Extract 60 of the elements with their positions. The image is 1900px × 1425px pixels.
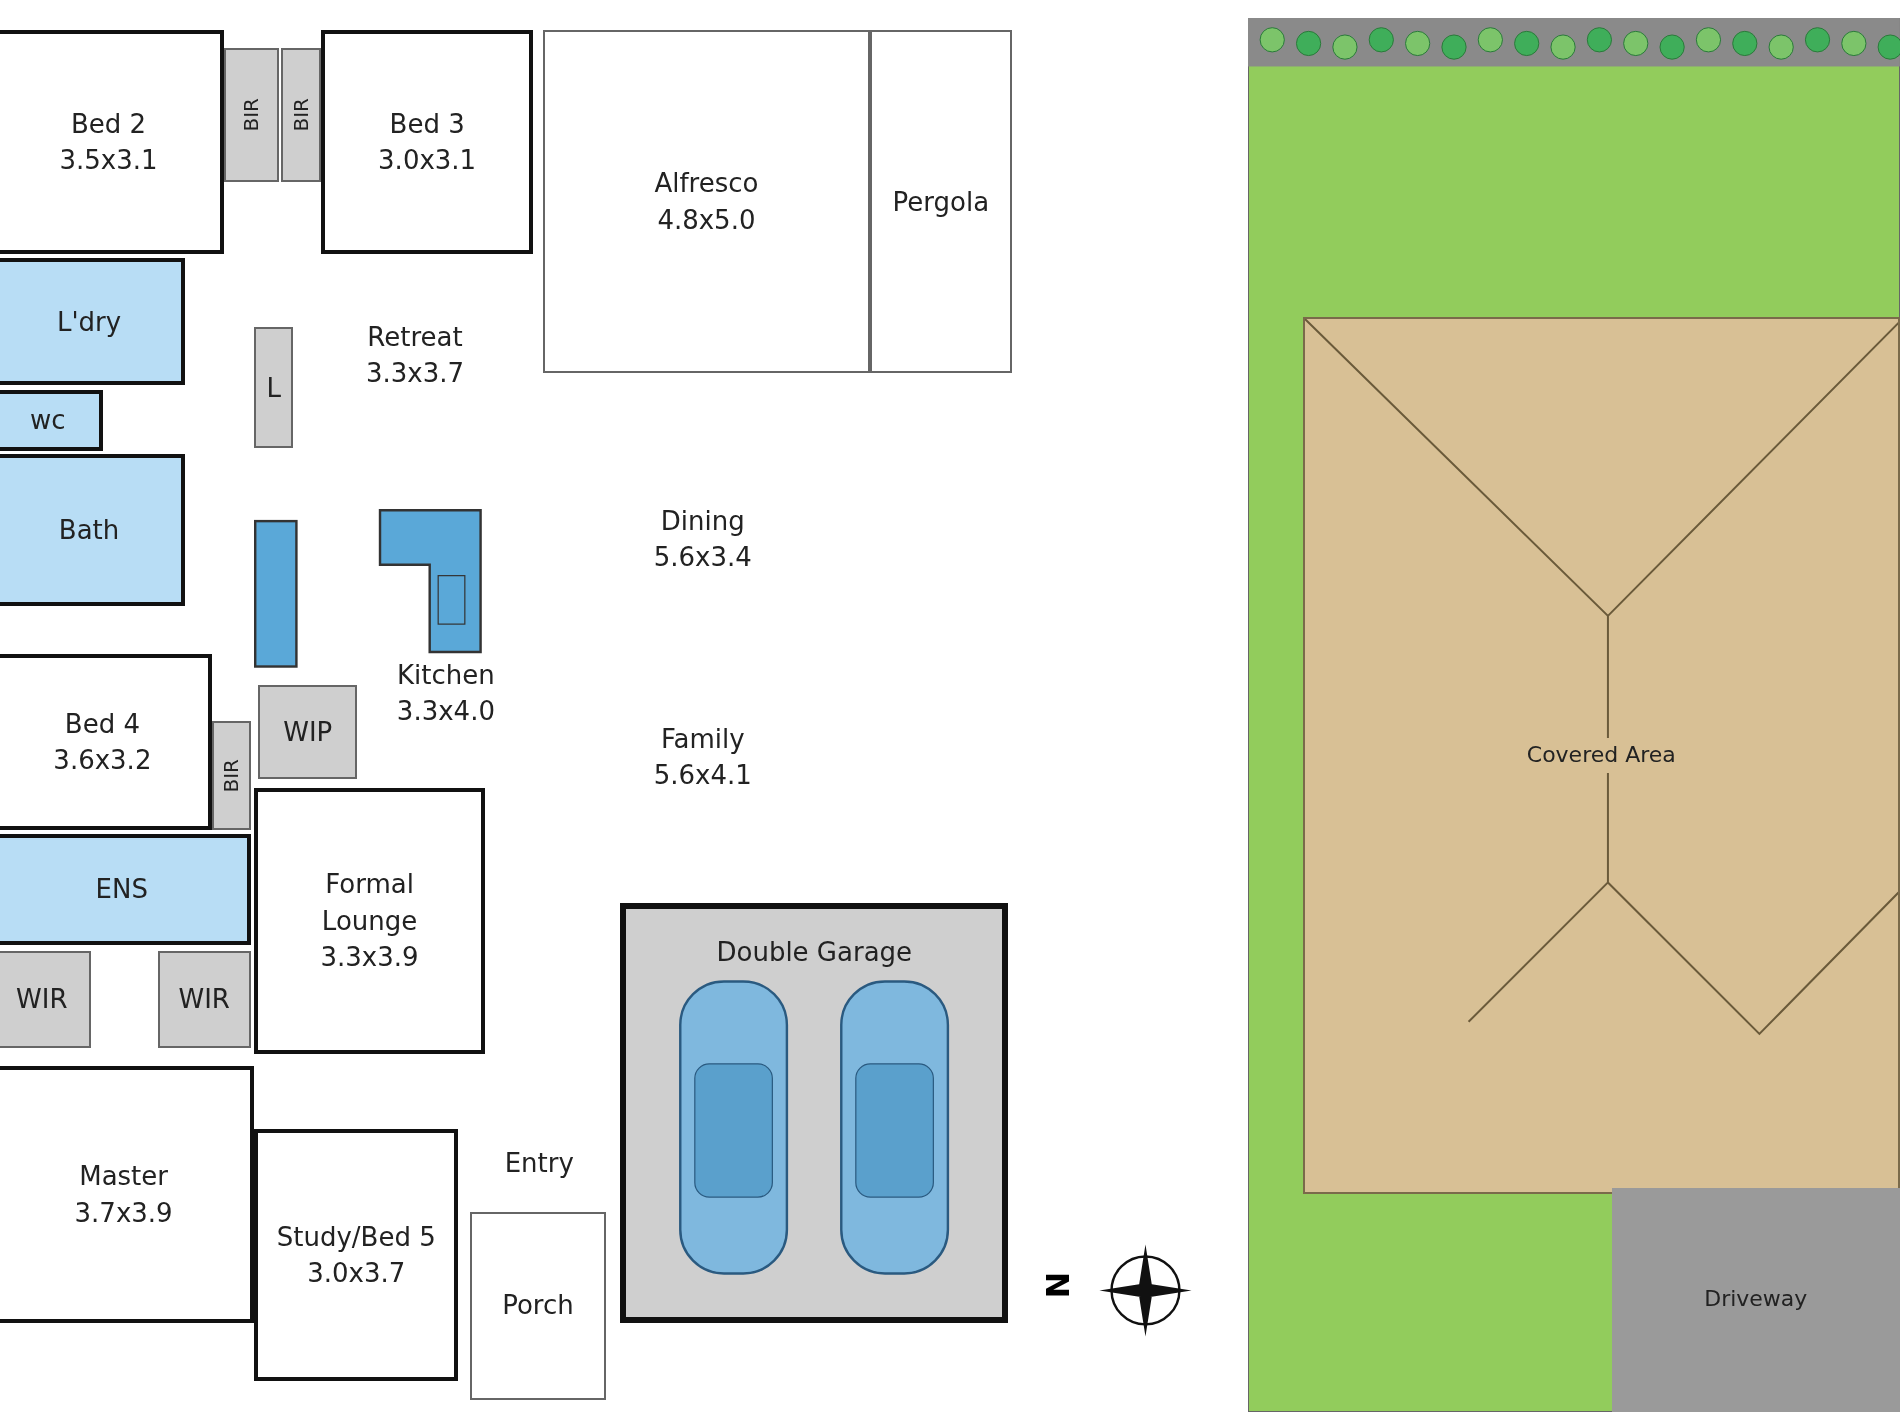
room bbox=[470, 1211, 606, 1400]
room-dimensions: 3.6x3.2 bbox=[53, 744, 152, 778]
room bbox=[0, 30, 225, 255]
room-name: Formal Lounge bbox=[320, 868, 419, 938]
room bbox=[870, 30, 1012, 374]
room-name: BIR bbox=[218, 758, 245, 793]
room-name: Bed 2 bbox=[70, 107, 147, 141]
room-name: Double Garage bbox=[716, 935, 913, 969]
room-name: Bed 4 bbox=[64, 707, 140, 741]
room-name: Pergola bbox=[892, 185, 990, 219]
room-name: WIR bbox=[178, 983, 230, 1017]
room bbox=[281, 48, 322, 182]
room bbox=[0, 654, 213, 830]
room bbox=[254, 1129, 458, 1382]
room-dimensions: 3.5x3.1 bbox=[59, 144, 158, 178]
room bbox=[0, 951, 91, 1049]
room-name: Study/Bed 5 bbox=[276, 1220, 436, 1254]
room-dimensions: 3.0x3.1 bbox=[378, 144, 477, 178]
room-dimensions: 3.3x3.7 bbox=[365, 357, 465, 391]
room-name: Master bbox=[79, 1160, 168, 1194]
room-dimensions: 5.6x3.4 bbox=[653, 541, 752, 575]
room-name: Kitchen bbox=[397, 658, 495, 692]
room bbox=[0, 454, 186, 606]
driveway-area bbox=[1611, 1187, 1900, 1412]
room-name: L'dry bbox=[56, 305, 122, 339]
room-name: Porch bbox=[502, 1289, 574, 1323]
room-dimensions: 3.3x4.0 bbox=[396, 695, 495, 729]
room-name: Entry bbox=[504, 1147, 574, 1181]
room-dimensions: 4.8x5.0 bbox=[657, 203, 756, 237]
room bbox=[0, 833, 251, 946]
room-name: Dining bbox=[660, 504, 745, 538]
room bbox=[224, 48, 279, 182]
room bbox=[0, 390, 103, 451]
room-dimensions: 3.0x3.7 bbox=[307, 1257, 406, 1291]
room-name: ENS bbox=[95, 873, 148, 907]
room bbox=[321, 30, 534, 255]
room-name: wc bbox=[30, 404, 66, 438]
room bbox=[0, 258, 186, 386]
room bbox=[0, 1066, 255, 1324]
room bbox=[542, 30, 870, 374]
room-name: WIP bbox=[283, 715, 333, 749]
room-name: Bed 3 bbox=[389, 107, 465, 141]
room-name: Alfresco bbox=[654, 167, 759, 201]
room-name: L bbox=[266, 371, 282, 405]
room bbox=[212, 720, 251, 830]
room-dimensions: 5.6x4.1 bbox=[653, 759, 752, 793]
room bbox=[258, 684, 358, 780]
room-name: Bath bbox=[58, 513, 120, 547]
room-name: BIR bbox=[238, 98, 265, 132]
room-name: BIR bbox=[288, 98, 315, 132]
room-name: Family bbox=[660, 722, 745, 756]
room-name: WIR bbox=[16, 983, 68, 1017]
room bbox=[157, 951, 251, 1049]
room bbox=[254, 787, 485, 1055]
north-label: N bbox=[1038, 1271, 1077, 1299]
room-dimensions: 3.7x3.9 bbox=[74, 1196, 173, 1230]
room-name: Retreat bbox=[367, 320, 463, 354]
room bbox=[254, 327, 294, 449]
room-name: Driveway bbox=[1704, 1285, 1808, 1314]
room-dimensions: 3.3x3.9 bbox=[320, 941, 419, 975]
